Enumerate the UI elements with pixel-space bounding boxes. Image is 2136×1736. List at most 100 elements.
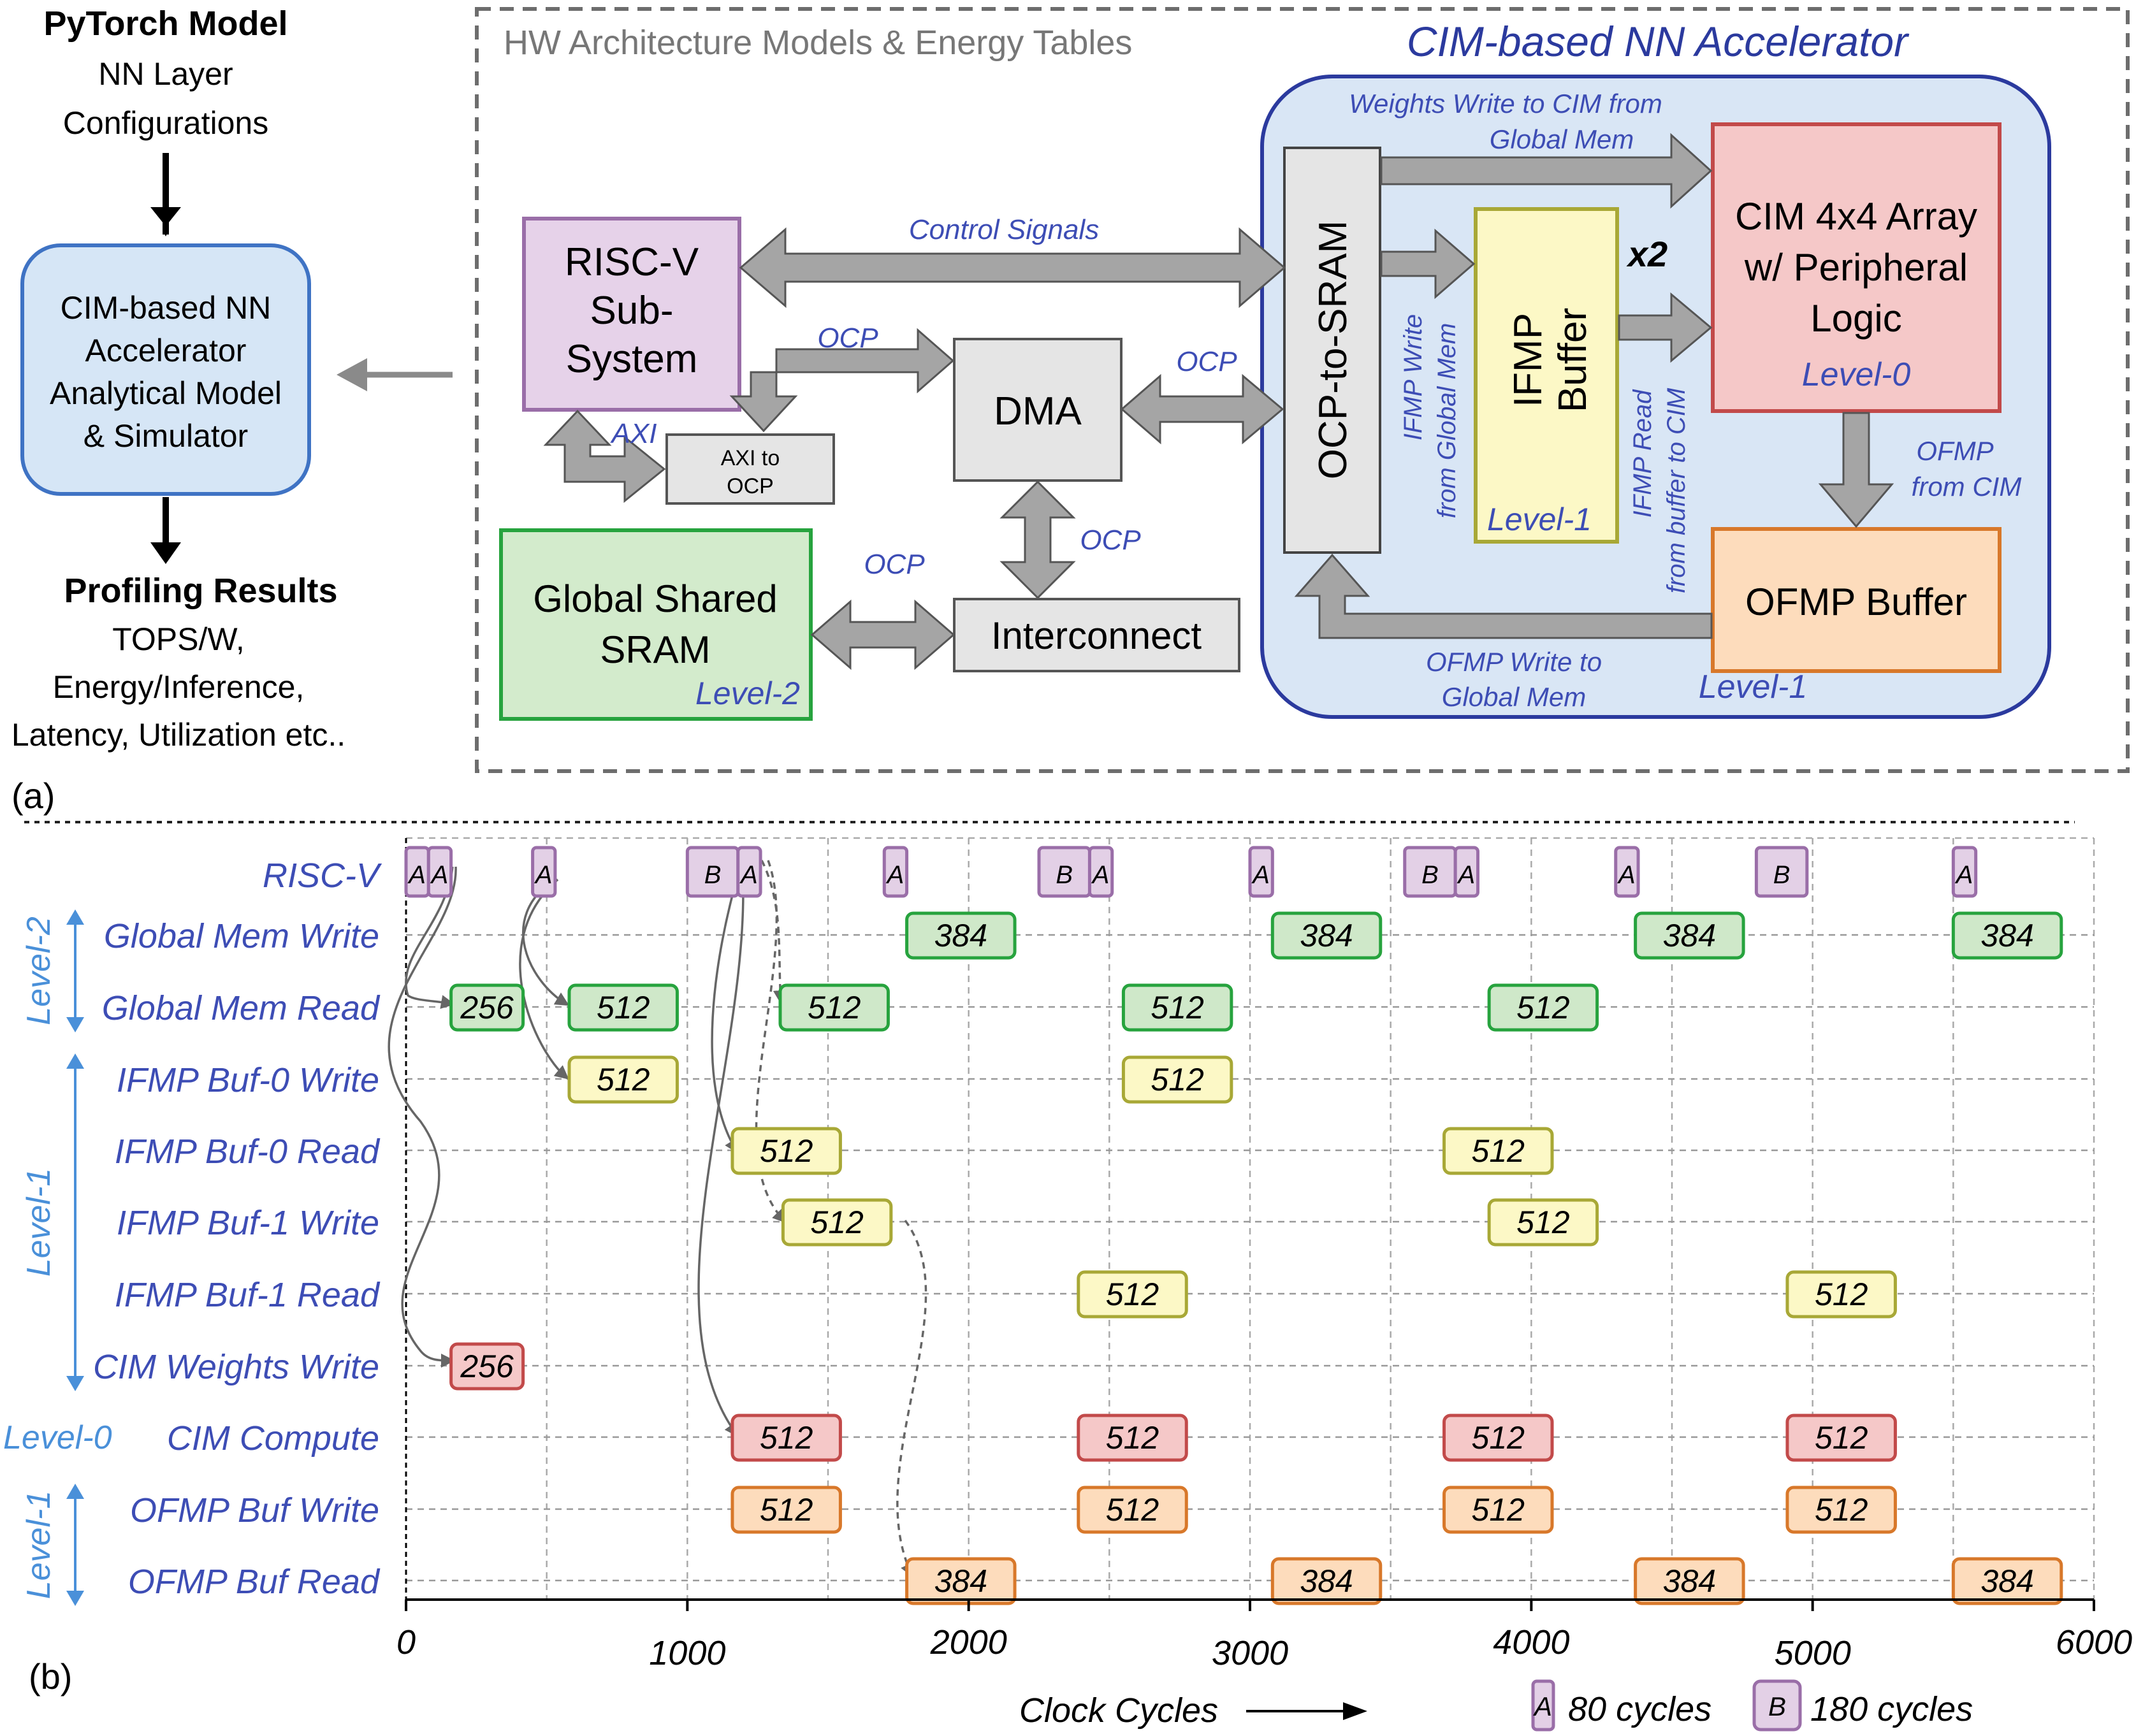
riscv-event <box>882 846 909 898</box>
riscv-event-label: B <box>1421 861 1439 889</box>
flow-bottom-line-1: TOPS/W, <box>112 621 244 657</box>
hw-title: HW Architecture Models & Energy Tables <box>504 24 1132 62</box>
dep-arrow-8 <box>755 860 787 1224</box>
model-box-line-2: Accelerator <box>85 333 247 368</box>
panel-a-label: (a) <box>11 776 55 816</box>
dma-label: DMA <box>994 389 1082 433</box>
model-box-line-4: & Simulator <box>84 418 248 454</box>
dep-arrow-5 <box>711 869 741 1154</box>
timeline-bar-label: 512 <box>1106 1277 1159 1312</box>
timeline-bar-label: 512 <box>760 1492 813 1528</box>
flow-bottom-line-2: Energy/Inference, <box>53 669 305 705</box>
timeline-bar <box>1634 911 1745 960</box>
timeline-bar <box>1442 1486 1554 1534</box>
timeline-bar <box>1077 1270 1188 1319</box>
level-bracket-up <box>66 909 84 925</box>
timeline-bar <box>1487 1198 1599 1247</box>
timeline-bar-label: 512 <box>1516 990 1570 1025</box>
cim-level-label: Level-0 <box>1802 356 1911 393</box>
timeline-bar-label: 256 <box>460 1349 514 1384</box>
timeline-bar-label: 512 <box>597 1062 650 1097</box>
riscv-event-label: A <box>534 861 553 889</box>
row-label: RISC-V <box>263 857 382 895</box>
legend-key-a: A <box>1532 1691 1552 1721</box>
riscv-line-3: System <box>566 337 698 381</box>
row-label: IFMP Buf-1 Write <box>117 1204 379 1242</box>
x-tick-label: 6000 <box>2056 1623 2132 1661</box>
level-bracket-down <box>66 1591 84 1606</box>
ofmp-from-label-line-1: OFMP <box>1916 436 1993 466</box>
ifmp-read-label-line-1: IFMP Read <box>1629 389 1657 518</box>
cim-line-2: w/ Peripheral <box>1744 246 1968 289</box>
timeline-bar-label: 512 <box>1472 1420 1525 1456</box>
timeline-bar-label: 512 <box>597 990 650 1025</box>
timeline-bar <box>1442 1127 1554 1175</box>
level-label: Level-1 <box>20 1168 57 1277</box>
level-bracket-up <box>66 1484 84 1499</box>
ofmp-to-ocp-sram-arrow <box>1294 553 1713 639</box>
timeline-bar <box>1487 983 1599 1032</box>
timeline-bar <box>1270 1557 1383 1605</box>
legend-text-a: 80 cycles <box>1568 1690 1711 1728</box>
x-tick-label: 0 <box>396 1623 416 1661</box>
analytical-model-box <box>20 243 311 496</box>
hw-to-model-arrowhead <box>337 358 367 391</box>
row-label: CIM Weights Write <box>93 1348 379 1386</box>
ocp-to-ifmp-arrow <box>1380 228 1476 300</box>
level-label: Level-0 <box>3 1419 112 1456</box>
x-axis-title-arrowhead <box>1343 1702 1367 1720</box>
ocp-to-sram-block <box>1283 147 1381 554</box>
riscv-event-label: A <box>739 861 758 889</box>
timeline-bar-label: 512 <box>1815 1420 1868 1456</box>
timeline-bar <box>730 1127 842 1175</box>
timeline-bar-label: 384 <box>1663 918 1716 953</box>
row-label: IFMP Buf-1 Read <box>115 1276 381 1314</box>
block-arrows <box>543 133 1894 670</box>
level-bracket-down <box>66 1017 84 1032</box>
ifmp-line-2: Buffer <box>1551 308 1595 412</box>
timeline-bar-label: 512 <box>808 990 861 1025</box>
control-signals-label: Control Signals <box>909 214 1099 245</box>
timeline-bar-label: 512 <box>1472 1492 1525 1528</box>
cim-line-3: Logic <box>1810 297 1901 340</box>
ofmp-write-label-line-1: OFMP Write to <box>1426 647 1602 677</box>
riscv-event-label: A <box>1617 861 1636 889</box>
dma-block <box>953 338 1122 482</box>
weights-label-line-2: Global Mem <box>1490 124 1634 154</box>
timeline-bar-label: 512 <box>1815 1492 1868 1528</box>
legend: A 80 cycles B 180 cycles <box>1531 1679 1973 1732</box>
riscv-event-label: A <box>1091 861 1110 889</box>
level-bracket-down <box>66 1376 84 1391</box>
timeline-bar-label: 384 <box>1663 1563 1716 1599</box>
riscv-event-label: B <box>1773 861 1791 889</box>
panel-b-label: (b) <box>29 1656 72 1696</box>
part-a: PyTorch Model NN Layer Configurations CI… <box>11 4 2130 816</box>
timeline-bar <box>1442 1414 1554 1462</box>
riscv-event <box>736 846 762 898</box>
timeline-bar <box>1785 1486 1897 1534</box>
timeline-bar <box>905 1557 1017 1605</box>
timeline-bar <box>1077 1414 1188 1462</box>
axi-ocp-line-1: AXI to <box>721 446 780 470</box>
timeline-bar-label: 512 <box>1106 1420 1159 1456</box>
ifmp-line-1: IFMP <box>1506 313 1550 407</box>
cim-to-ofmp-arrow <box>1818 412 1894 528</box>
riscv-event <box>531 846 557 898</box>
ifmp-write-label-line-2: from Global Mem <box>1433 323 1461 519</box>
ifmp-x2-label: x2 <box>1626 234 1667 274</box>
riscv-event-label: A <box>407 861 426 889</box>
ifmp-level-label: Level-1 <box>1487 502 1592 537</box>
dep-arrow-2 <box>388 866 457 1368</box>
timeline-bar-label: 512 <box>760 1133 813 1169</box>
legend-key-b: B <box>1768 1691 1786 1721</box>
timeline-bar-label: 512 <box>760 1420 813 1456</box>
timeline-bar-label: 512 <box>1815 1277 1868 1312</box>
riscv-event-label: B <box>704 861 722 889</box>
accelerator-title: CIM-based NN Accelerator <box>1407 18 1910 65</box>
riscv-subsystem-block <box>522 217 741 412</box>
riscv-event-label: A <box>430 861 449 889</box>
row-label: IFMP Buf-0 Read <box>115 1132 381 1171</box>
weights-label-line-1: Weights Write to CIM from <box>1349 89 1662 119</box>
flow-bottom-line-3: Latency, Utilization etc.. <box>11 717 345 753</box>
